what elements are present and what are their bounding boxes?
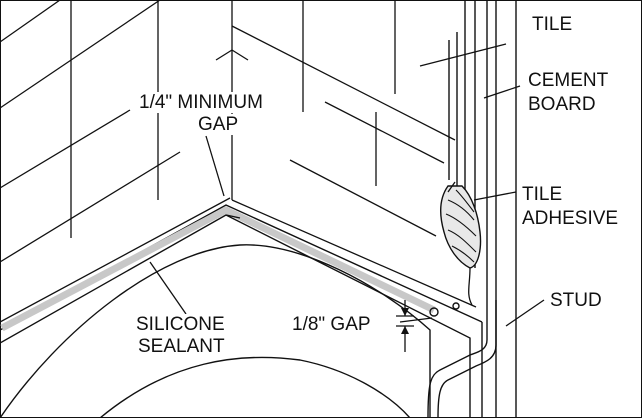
- right-wall-tiles: [215, 0, 477, 308]
- label-tile-adhesive-line1: TILE: [522, 184, 563, 205]
- label-cement-board-line1: CEMENT: [528, 70, 609, 91]
- dimension-arrowheads: [401, 308, 409, 334]
- bathtub: [0, 204, 497, 418]
- leader-lines: [149, 43, 545, 352]
- label-silicone-line2: SEALANT: [136, 336, 227, 357]
- label-min-gap-line1: 1/4" MINIMUM: [137, 92, 265, 113]
- label-stud: STUD: [550, 290, 602, 311]
- label-tile: TILE: [532, 14, 573, 35]
- left-wall-tiles: [0, 0, 231, 323]
- tile-adhesive-blob: [440, 181, 482, 306]
- label-cement-board-line2: BOARD: [528, 94, 596, 115]
- label-eighth-gap: 1/8" GAP: [290, 314, 373, 335]
- label-min-gap-line2: GAP: [196, 114, 241, 135]
- label-tile-adhesive-line2: ADHESIVE: [522, 208, 619, 229]
- label-silicone-line1: SILICONE: [134, 314, 227, 335]
